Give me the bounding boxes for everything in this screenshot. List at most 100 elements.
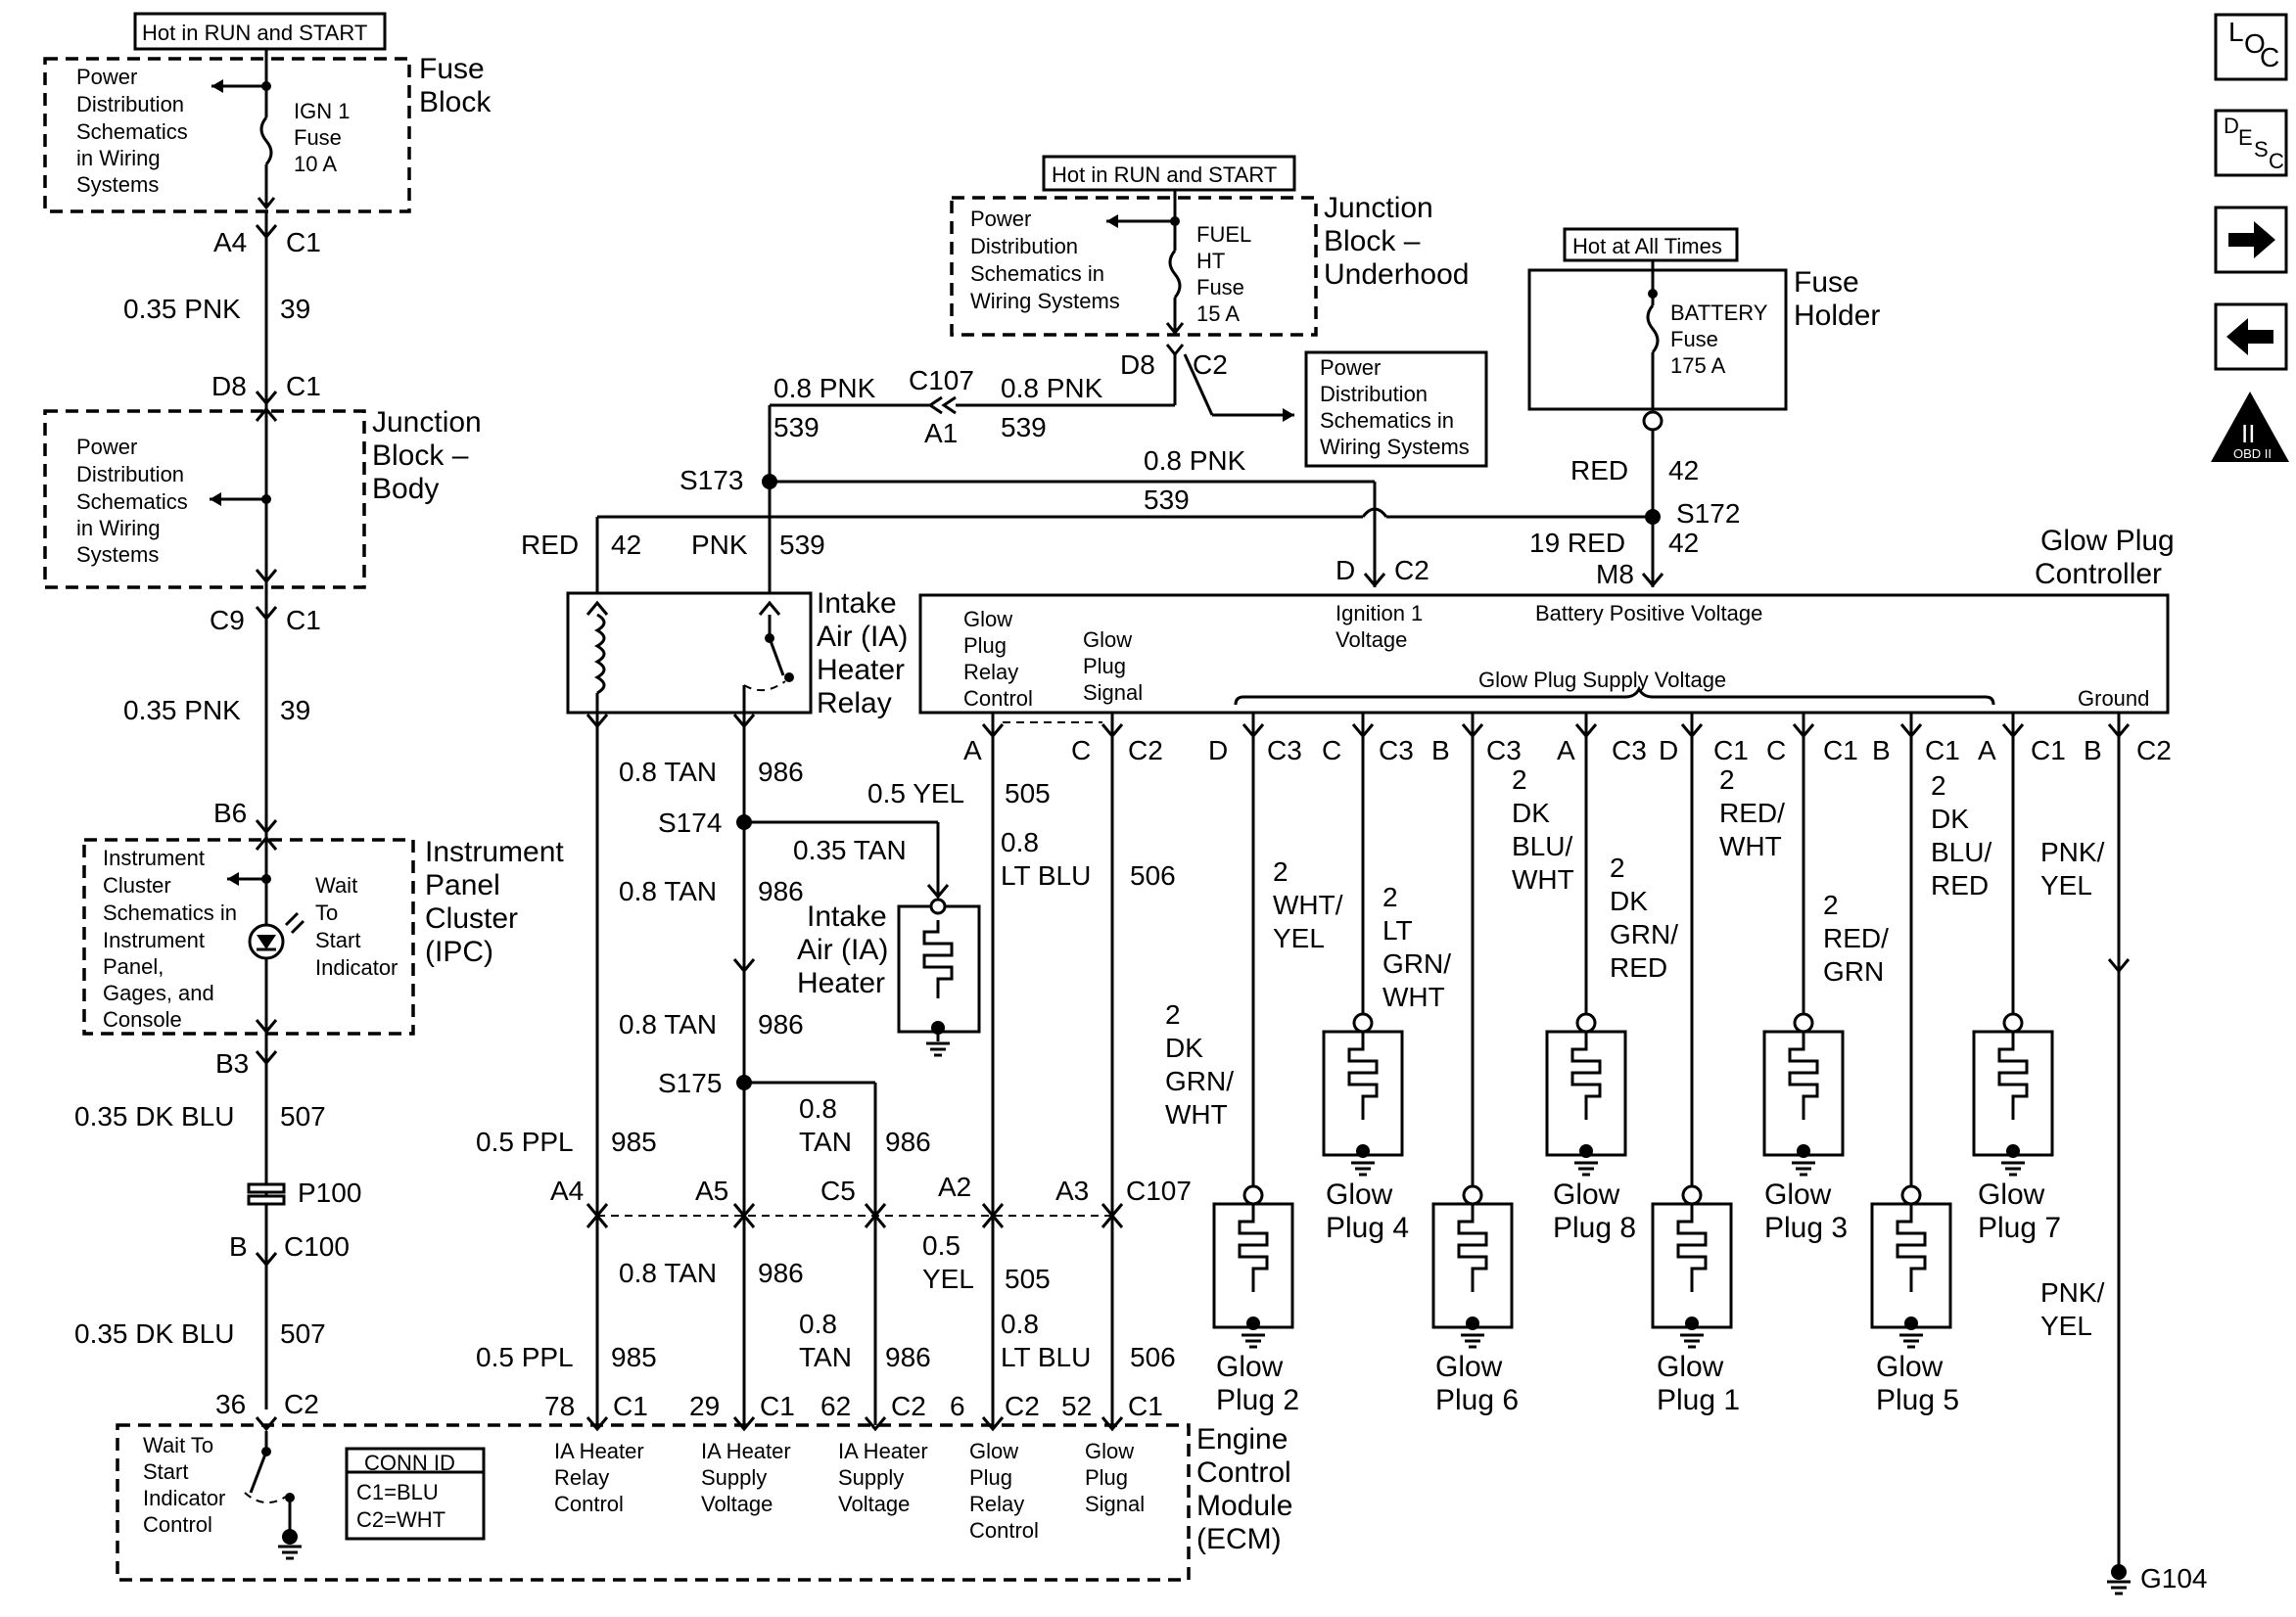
wire-label: 0.8 TAN [619, 1009, 717, 1040]
switch-icon [244, 1431, 295, 1535]
glow-plug-label: Plug 3 [1764, 1212, 1848, 1244]
desc-letter: D [2224, 114, 2239, 138]
connector-label: C107 [1126, 1176, 1192, 1206]
glow-plug-label: Glow [1435, 1351, 1503, 1383]
terminal-icon [1575, 1012, 1597, 1034]
relay-title: Air (IA) [817, 621, 908, 653]
jb-title: Junction [372, 406, 482, 439]
ecm-pin-desc: Plug [969, 1465, 1012, 1490]
ipc-text: Panel, [103, 954, 164, 979]
fuse-block-text: Systems [76, 172, 159, 197]
connector-label: C2 [1193, 349, 1228, 380]
terminal-dot [1356, 1144, 1370, 1158]
desc-button[interactable]: D E S C [2214, 109, 2288, 177]
relay-title: Relay [817, 687, 892, 719]
wire-label: DK [1165, 1033, 1203, 1063]
connector-label: C2 [1128, 735, 1163, 765]
next-page-button[interactable] [2214, 206, 2288, 274]
pd-ref-text: Wiring Systems [1320, 435, 1470, 459]
fuse-block-text: Schematics [76, 119, 188, 144]
terminal-dot [1246, 1317, 1260, 1330]
terminal-icon [1793, 1012, 1814, 1034]
wire-label: 0.35 PNK [123, 695, 241, 725]
wire-label: BLU/ [1512, 831, 1572, 861]
loc-letter: O [2244, 28, 2266, 59]
wire-label: RED [521, 530, 579, 560]
prev-page-button[interactable] [2214, 302, 2288, 371]
connector-label: C1 [1823, 735, 1858, 765]
desc-letter: E [2238, 125, 2253, 150]
wire-label: PNK/ [2040, 837, 2105, 867]
fuse-holder-title: Holder [1794, 300, 1880, 332]
pin-label: B [229, 1231, 248, 1262]
connector-label: C1 [1128, 1391, 1163, 1421]
fuse-block-box [43, 57, 411, 213]
ipc-box [82, 838, 415, 1036]
jb-underhood-text: Schematics in [970, 261, 1104, 286]
glow-plug-label: Glow [1876, 1351, 1944, 1383]
pin-label: A [963, 735, 982, 765]
ecm-pin-desc: IA Heater [701, 1439, 791, 1463]
fuse-label: Fuse [1196, 275, 1244, 300]
gpc-pin-desc: Signal [1083, 680, 1143, 705]
ecm-pin-desc: Signal [1085, 1492, 1145, 1516]
ecm-pin-desc: IA Heater [554, 1439, 644, 1463]
wire-label: 0.5 PPL [476, 1342, 574, 1372]
hot-label: Hot in RUN and START [1052, 162, 1277, 187]
fuse-icon [1168, 250, 1182, 299]
fuse-label: Fuse [294, 125, 342, 150]
ecm-box [116, 1423, 1191, 1582]
wire-number: 42 [1668, 528, 1699, 558]
pin-label: A [1978, 735, 1996, 765]
ecm-pin-desc: Supply [701, 1465, 767, 1490]
pin-label: C [1071, 735, 1091, 765]
pin-label: B [2084, 735, 2102, 765]
wire-label: RED/ [1823, 923, 1889, 953]
connector-label: C3 [1486, 735, 1522, 765]
pin-label: C [1322, 735, 1341, 765]
fuse-icon [1646, 304, 1660, 353]
heater-element-icon [1788, 1032, 1819, 1120]
ipc-text: Gages, and [103, 981, 214, 1005]
wire-number: 39 [280, 294, 310, 324]
desc-letter: S [2254, 137, 2269, 162]
gpc-pin-desc: Plug [1083, 654, 1126, 678]
relay-title: Intake [817, 587, 897, 620]
loc-button[interactable]: L O C [2214, 13, 2288, 81]
relay-title: Heater [817, 654, 905, 686]
pin-label: B3 [215, 1048, 249, 1079]
glow-plug-label: Glow [1326, 1178, 1393, 1211]
pin-label: D [1659, 735, 1678, 765]
wire-label: 0.35 DK BLU [74, 1318, 234, 1349]
wire-number: 506 [1130, 1342, 1176, 1372]
wire-number: 539 [1144, 485, 1190, 515]
pin-label: 36 [215, 1389, 246, 1419]
wire-label: 2 [1931, 770, 1946, 801]
wire-number: 42 [611, 530, 641, 560]
jb-underhood-title: Underhood [1324, 258, 1469, 291]
ipc-indicator-label: Indicator [315, 955, 398, 980]
obd-ii-button[interactable]: II OBD II [2211, 392, 2289, 462]
wire-label: DK [1512, 798, 1550, 828]
wire-label: WHT [1165, 1099, 1228, 1130]
jb-text: in Wiring [76, 516, 161, 540]
ipc-text: Cluster [103, 873, 171, 898]
pin-label: 29 [689, 1391, 720, 1421]
wire-label: WHT [1512, 864, 1574, 895]
glow-plug-label: Plug 4 [1326, 1212, 1409, 1244]
ecm-pin-desc: Indicator [143, 1486, 225, 1510]
conn-id-text: C1=BLU [356, 1480, 439, 1504]
gpc-title: Controller [2035, 558, 2162, 590]
wire-label: GRN/ [1610, 919, 1678, 949]
wire-number: 986 [885, 1342, 931, 1372]
jb-title: Body [372, 473, 439, 505]
pin-label: C5 [820, 1176, 856, 1206]
wire-label: GRN/ [1382, 948, 1451, 979]
wire-label: 2 [1610, 853, 1625, 883]
desc-letter: C [2269, 149, 2284, 173]
ecm-pin-desc: Supply [838, 1465, 904, 1490]
glow-plug-label: Glow [1657, 1351, 1724, 1383]
heater-element-icon [1676, 1204, 1708, 1292]
wire-label: 0.8 TAN [619, 757, 717, 787]
wire-label: YEL [922, 1264, 974, 1294]
